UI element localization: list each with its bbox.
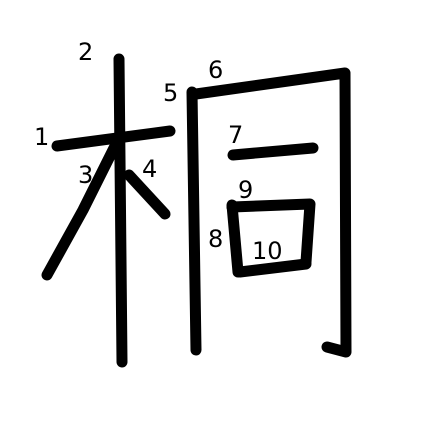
stroke-6 [190,67,352,358]
stroke-number-4: 4 [142,155,157,183]
stroke-number-2: 2 [78,38,93,66]
stroke-number-1: 1 [34,123,49,151]
stroke-5 [186,86,202,356]
stroke-9 [226,198,316,268]
stroke-3 [41,142,120,281]
stroke-number-7: 7 [228,121,243,149]
stroke-number-9: 9 [238,176,253,204]
character-strokes [41,53,352,368]
stroke-1 [51,125,176,152]
stroke-number-8: 8 [208,225,223,253]
stroke-number-10: 10 [252,237,283,265]
stroke-number-labels: 1 2 3 4 5 6 7 8 9 10 [34,38,283,265]
stroke-4 [123,169,171,220]
stroke-number-3: 3 [78,161,93,189]
stroke-10 [234,258,312,278]
stroke-7 [227,142,319,161]
stroke-number-5: 5 [163,79,178,107]
stroke-number-6: 6 [208,56,223,84]
stroke-2 [113,53,128,368]
stroke-8 [226,199,244,278]
